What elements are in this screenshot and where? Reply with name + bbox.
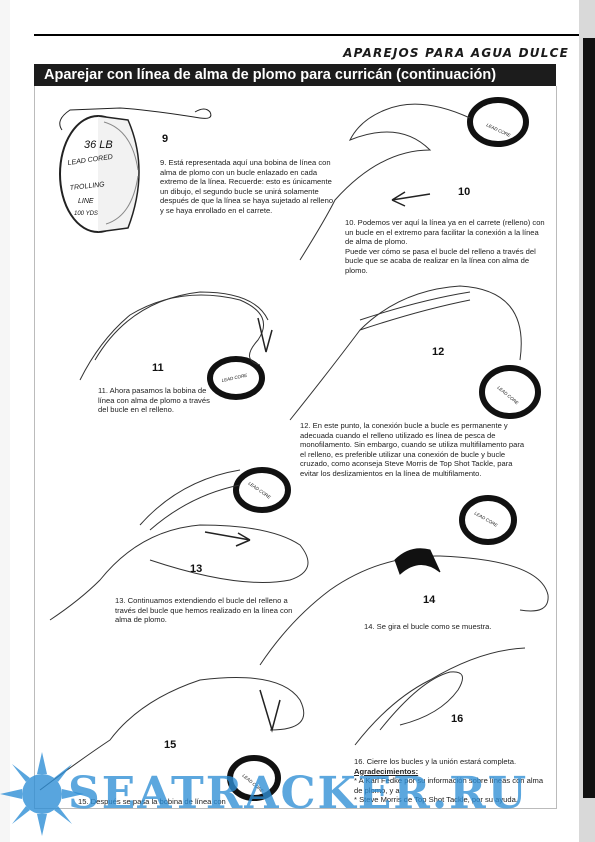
- page-title: Aparejar con línea de alma de plomo para…: [34, 64, 556, 86]
- reel-illustration-15: [39, 677, 305, 801]
- acknowledgement-item-1: * A Karl Fedke por su información sobre …: [354, 776, 544, 795]
- acknowledgement-item-2: * Steve Morris de Top Shot Tackle, por s…: [354, 795, 518, 805]
- step-number-14: 14: [423, 594, 436, 606]
- step-caption-11: 11. Ahora pasamos la bobina de línea con…: [98, 386, 210, 415]
- reel-illustration-10: [299, 97, 529, 261]
- step-caption-15: 15. Después se pasa la bobina de línea c…: [78, 797, 226, 806]
- step-number-16: 16: [451, 713, 464, 725]
- reel-illustration-14: [259, 495, 549, 666]
- spool-label-line2: TROLLING: [69, 181, 105, 192]
- step-caption-13: 13. Continuamos extendiendo el bucle del…: [115, 596, 293, 625]
- lead-core-spool-illustration: [59, 107, 212, 233]
- header-rule: [34, 34, 579, 36]
- step-caption-14: 14. Se gira el bucle como se muestra.: [364, 622, 492, 631]
- step-number-11: 11: [152, 362, 164, 374]
- step-caption-10: 10. Podemos ver aquí la línea ya en el c…: [345, 218, 545, 275]
- content-frame: [34, 86, 557, 809]
- section-title: APAREJOS PARA AGUA DULCE: [343, 46, 569, 60]
- step-caption-9: 9. Está representada aquí una bobina de …: [160, 158, 334, 215]
- reel-illustration-11: [79, 291, 273, 400]
- step-number-15: 15: [164, 739, 177, 751]
- page-binding-shadow: [583, 38, 595, 798]
- knot-illustration-16: [354, 647, 526, 746]
- watermark-text: SEATRACKER.RU: [68, 768, 529, 819]
- step-number-9: 9: [162, 133, 169, 145]
- step-caption-12: 12. En este punto, la conexión bucle a b…: [300, 421, 525, 478]
- step-number-10: 10: [458, 186, 471, 198]
- step-caption-16: 16. Cierre los bucles y la unión estará …: [354, 757, 544, 805]
- reel-label-11: LEAD CORE: [221, 372, 248, 383]
- spool-label-line4: 100 YDS: [74, 211, 98, 217]
- sun-logo-icon: [0, 752, 84, 836]
- step-number-13: 13: [190, 563, 203, 575]
- reel-illustration-12: [289, 285, 541, 421]
- spool-label-line3: LINE: [78, 198, 94, 205]
- spool-weight-label: 36 LB: [84, 139, 113, 151]
- reel-illustration-13: [49, 467, 309, 621]
- page-left-edge: [0, 0, 10, 842]
- acknowledgements-title: Agradecimientos:: [354, 766, 419, 776]
- step-number-12: 12: [432, 346, 445, 358]
